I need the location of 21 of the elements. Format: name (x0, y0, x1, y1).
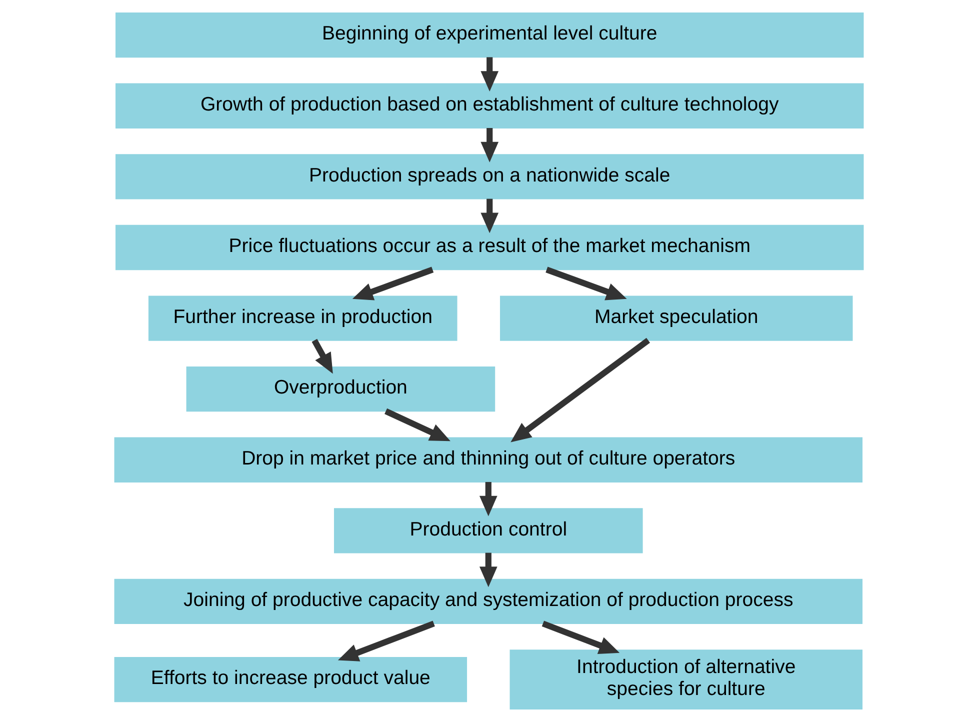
node-box: Drop in market price and thinning out of culture operators (114, 437, 862, 482)
node-box: Overproduction (186, 366, 496, 412)
node-box: Market speculation (500, 296, 853, 341)
node-box: Beginning of experimental level culture (116, 12, 864, 58)
arrow (479, 552, 498, 588)
node-box: Introduction of alternative species for culture (510, 650, 862, 710)
arrow (480, 198, 499, 234)
node-box: Growth of production based on establishment of culture technology (116, 83, 864, 128)
node-box: Joining of productive capacity and systemization of production process (114, 578, 862, 624)
node-box: Production spreads on a nationwide scale (116, 154, 864, 200)
arrow (312, 338, 333, 374)
arrow (480, 128, 499, 162)
node-box: Further increase in production (148, 296, 458, 341)
node-box: Production control (334, 508, 643, 554)
node-box: Price fluctuations occur as a result of the market mechanism (116, 224, 864, 270)
arrow (384, 408, 450, 442)
arrow (479, 482, 498, 516)
arrow (510, 338, 650, 442)
node-box: Efforts to increase product value (114, 657, 468, 702)
arrow (338, 620, 435, 662)
arrow (480, 57, 499, 92)
